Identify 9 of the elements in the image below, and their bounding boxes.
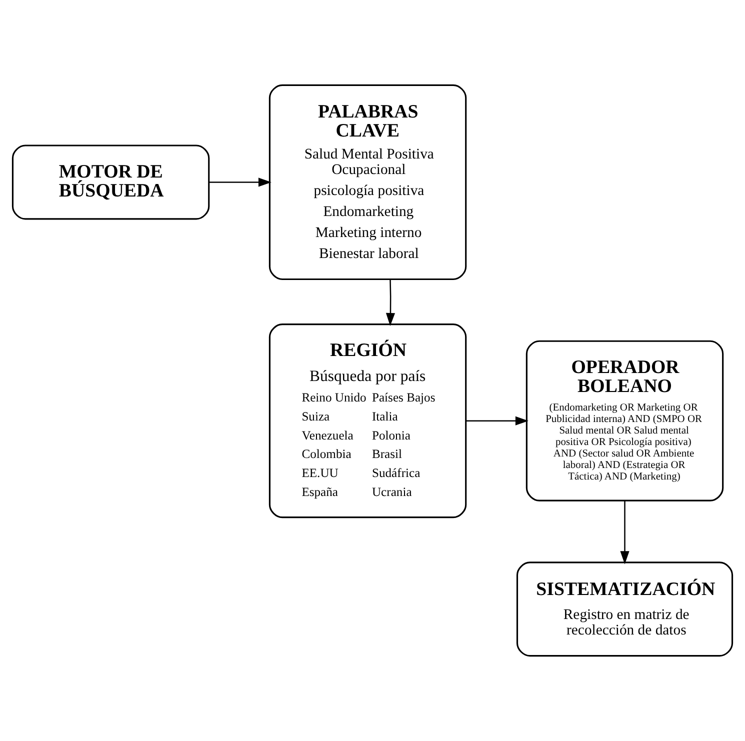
node-box: SISTEMATIZACIÓN Registro en matriz de recolección de datos — [516, 562, 734, 657]
node-box: MOTOR DE BÚSQUEDA — [12, 144, 210, 220]
arrow — [620, 500, 630, 564]
node-box: PALABRAS CLAVE Salud Mental Positiva Ocupacional psicología positiva Endomarketing Marketing interno Bienestar laboral — [268, 84, 467, 280]
node-box: OPERADOR BOLEANO (Endomarketing OR Marketing OR Publicidad interna) AND (SMPO OR Salud mental OR Salud mental positiva OR Psicología positiva) AND (Sector salud OR Ambiente laboral) AND (Estrategia OR Táctica) AND (Marketing) — [526, 340, 724, 502]
arrow — [386, 279, 396, 326]
arrow — [209, 178, 272, 187]
node-box: REGIÓN Búsqueda por país Reino Unido Países Bajos Suiza Italia Venezuela Polonia Colombia Brasil EE.UU Sudáfrica España Ucrania — [268, 324, 467, 518]
arrow — [466, 416, 528, 426]
